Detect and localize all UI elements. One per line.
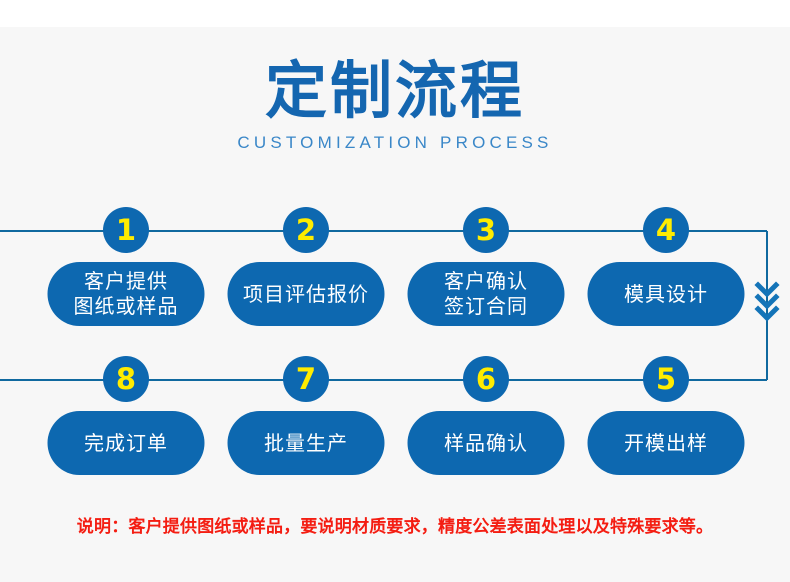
step-label-pill[interactable]: 客户提供 图纸或样品 — [47, 262, 205, 326]
flow-row-top: 1 客户提供 图纸或样品 2 项目评估报价 3 客户确认 签订合同 4 模具设计 — [0, 207, 790, 327]
page-title: 定制流程 — [264, 54, 525, 127]
flow-step-6[interactable]: 6 样品确认 — [396, 356, 576, 476]
step-label-pill[interactable]: 完成订单 — [47, 411, 205, 475]
flow-step-1[interactable]: 1 客户提供 图纸或样品 — [36, 207, 216, 327]
flow-step-3[interactable]: 3 客户确认 签订合同 — [396, 207, 576, 327]
step-number-badge: 7 — [283, 356, 329, 402]
flow-step-2[interactable]: 2 项目评估报价 — [216, 207, 396, 327]
flow-row-bottom: 8 完成订单 7 批量生产 6 样品确认 5 开模出样 — [0, 356, 790, 476]
flow-step-7[interactable]: 7 批量生产 — [216, 356, 396, 476]
flow-step-8[interactable]: 8 完成订单 — [36, 356, 216, 476]
step-number-badge: 6 — [463, 356, 509, 402]
flow-step-5[interactable]: 5 开模出样 — [576, 356, 756, 476]
step-label-pill[interactable]: 开模出样 — [587, 411, 745, 475]
step-number-badge: 1 — [103, 207, 149, 253]
step-number-badge: 4 — [643, 207, 689, 253]
footer-note: 说明：客户提供图纸或样品，要说明材质要求，精度公差表面处理以及特殊要求等。 — [76, 517, 714, 537]
flow-step-4[interactable]: 4 模具设计 — [576, 207, 756, 327]
step-label-pill[interactable]: 样品确认 — [407, 411, 565, 475]
step-number-badge: 2 — [283, 207, 329, 253]
page-subtitle: CUSTOMIZATION PROCESS — [237, 133, 553, 152]
step-label-pill[interactable]: 项目评估报价 — [227, 262, 385, 326]
step-number-badge: 3 — [463, 207, 509, 253]
header: 定制流程 CUSTOMIZATION PROCESS — [0, 55, 790, 153]
step-number-badge: 5 — [643, 356, 689, 402]
step-label-pill[interactable]: 客户确认 签订合同 — [407, 262, 565, 326]
step-number-badge: 8 — [103, 356, 149, 402]
step-label-pill[interactable]: 批量生产 — [227, 411, 385, 475]
step-label-pill[interactable]: 模具设计 — [587, 262, 745, 326]
